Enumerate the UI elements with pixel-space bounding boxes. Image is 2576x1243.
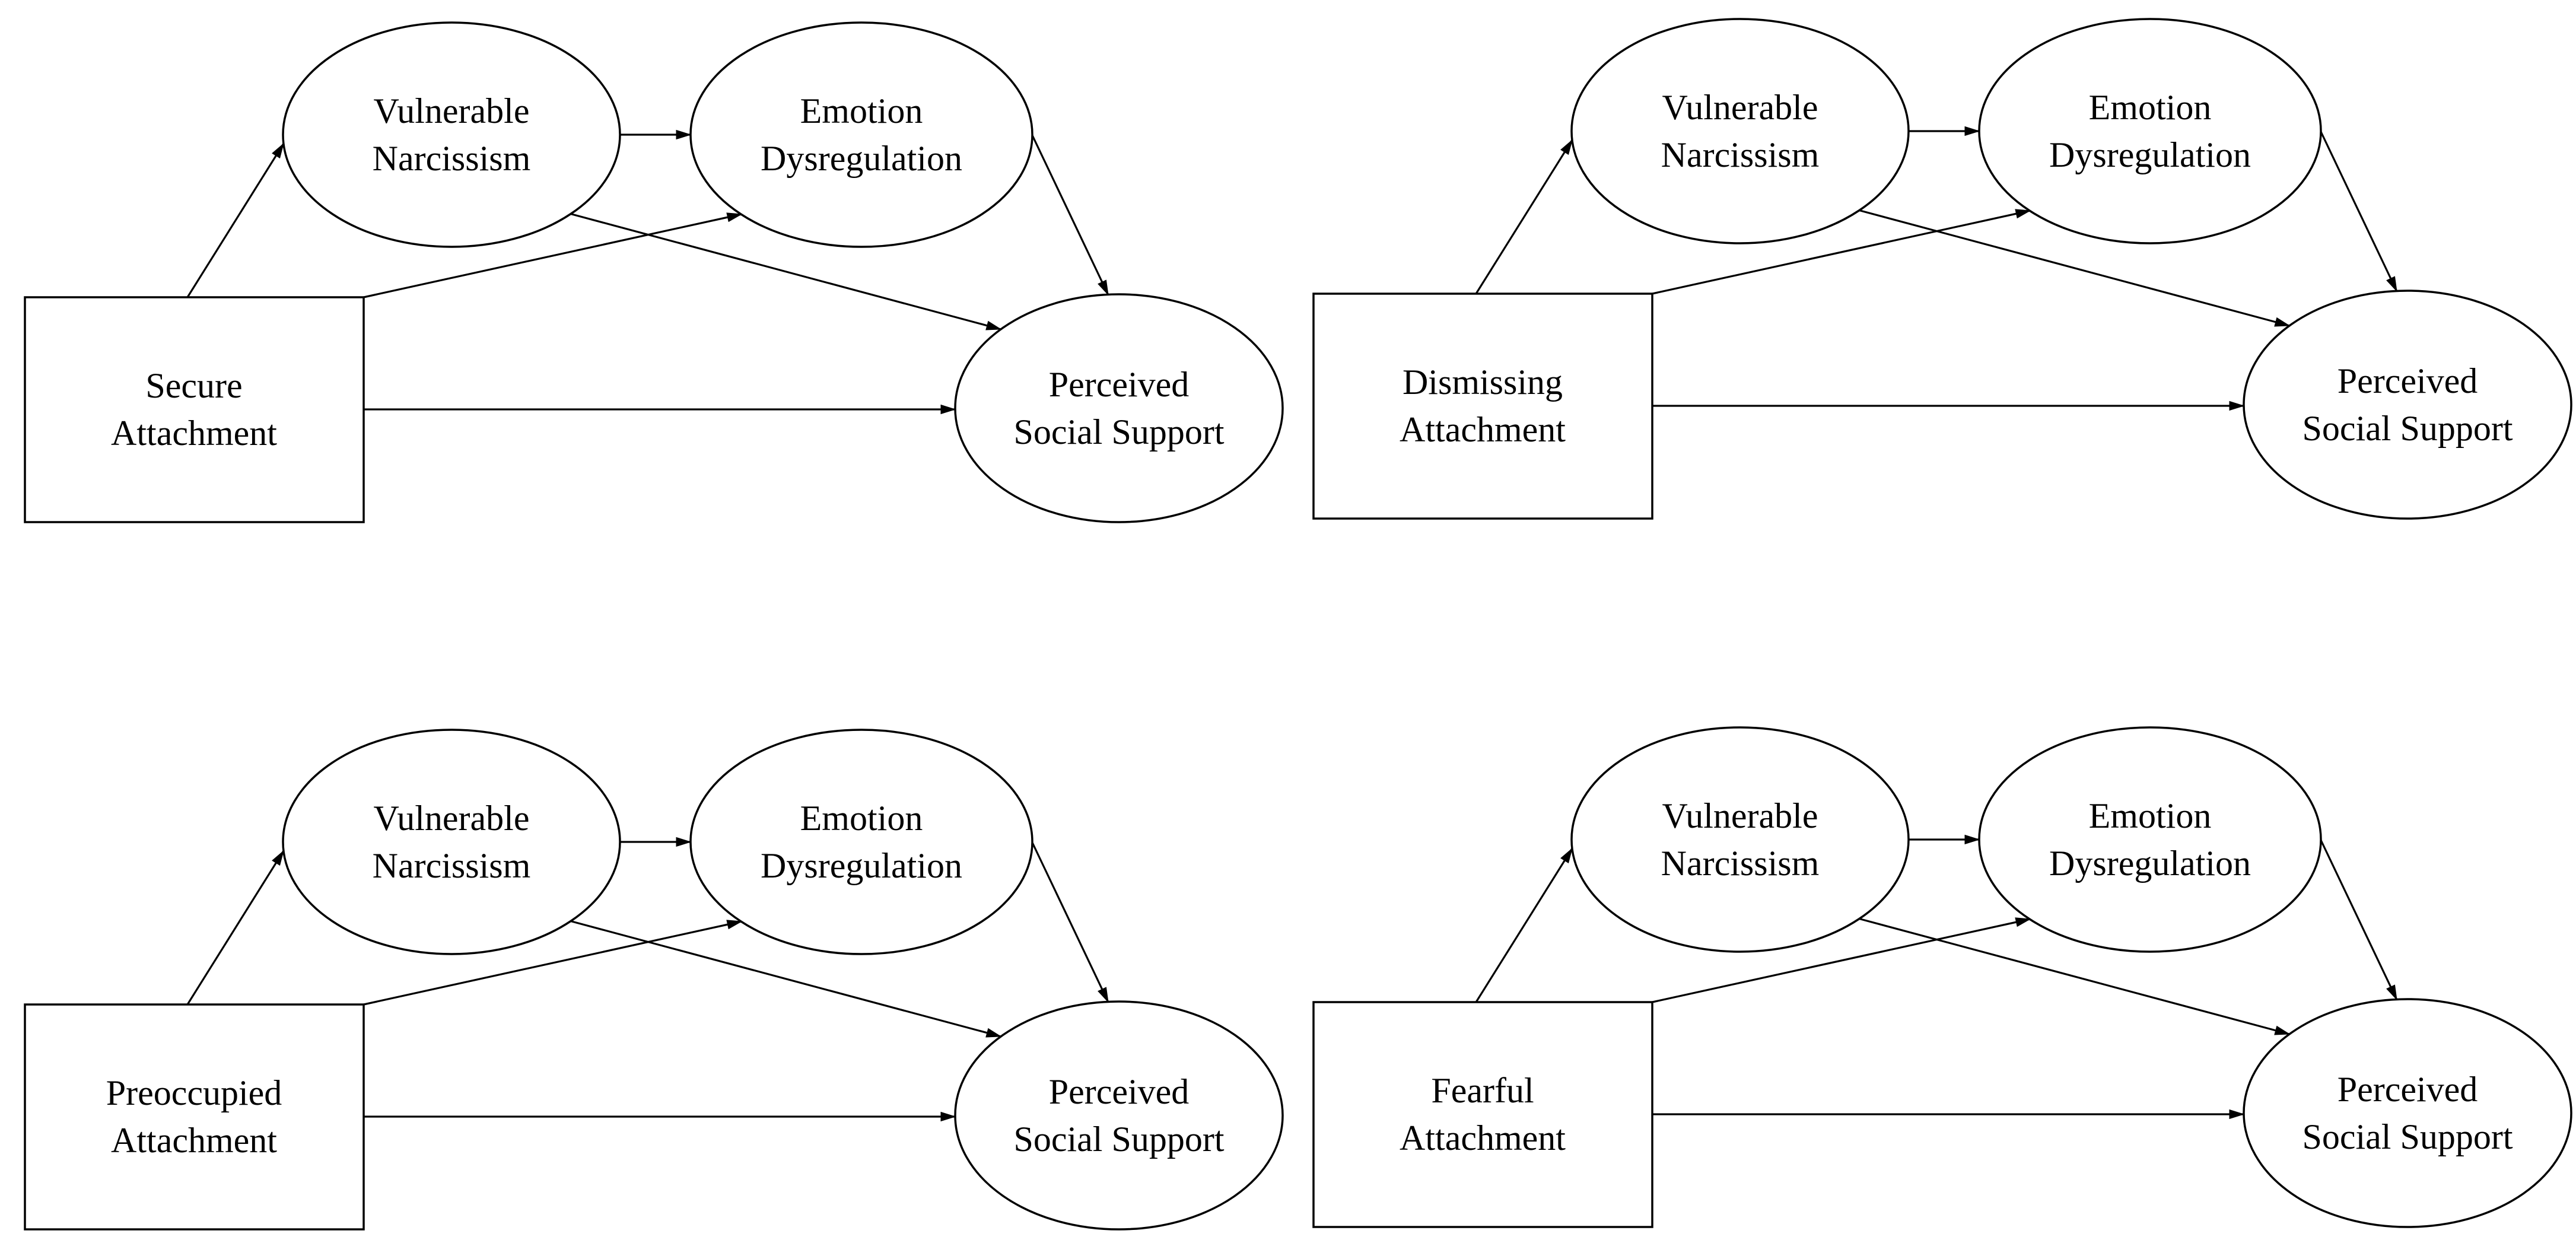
mediator1-label-line2: Narcissism bbox=[1661, 135, 1820, 174]
path-predictor-to-mediator1 bbox=[186, 850, 285, 1005]
mediator1-label-line1: Vulnerable bbox=[1662, 88, 1818, 127]
predictor-label-line2: Attachment bbox=[1400, 410, 1566, 449]
mediator2-ellipse bbox=[1978, 726, 2322, 953]
mediator2-ellipse bbox=[689, 21, 1033, 248]
mediator2-ellipse bbox=[689, 729, 1033, 955]
mediator2-label-line1: Emotion bbox=[800, 799, 923, 838]
mediator1-label-line2: Narcissism bbox=[1661, 844, 1820, 883]
predictor-label-line2: Attachment bbox=[111, 414, 277, 453]
mediator2-label-line2: Dysregulation bbox=[761, 846, 962, 885]
outcome-ellipse bbox=[2243, 998, 2572, 1228]
path-mediator1-to-outcome bbox=[569, 212, 1002, 330]
mediator2-label-line2: Dysregulation bbox=[2049, 844, 2251, 883]
mediator2-ellipse bbox=[1978, 18, 2322, 244]
outcome-ellipse bbox=[954, 1000, 1284, 1231]
predictor-label-line1: Fearful bbox=[1431, 1071, 1534, 1110]
mediator1-ellipse bbox=[1570, 726, 1910, 953]
mediator2-label-line1: Emotion bbox=[2089, 796, 2212, 835]
outcome-label-line1: Perceived bbox=[1049, 365, 1190, 404]
path-mediator1-to-outcome bbox=[1858, 209, 2291, 327]
mediator2-label-line1: Emotion bbox=[800, 91, 923, 131]
path-mediator1-to-outcome bbox=[569, 920, 1002, 1038]
outcome-label-line2: Social Support bbox=[2303, 1117, 2513, 1156]
diagram-dismissing-attachment: Vulnerable Narcissism Emotion Dysregulat… bbox=[1289, 0, 2576, 530]
outcome-label-line1: Perceived bbox=[2338, 361, 2478, 400]
predictor-box bbox=[24, 296, 365, 523]
outcome-ellipse bbox=[954, 293, 1284, 523]
predictor-label-line1: Dismissing bbox=[1403, 363, 1563, 402]
outcome-label-line2: Social Support bbox=[2303, 409, 2513, 448]
path-predictor-to-mediator1 bbox=[1475, 139, 1573, 294]
outcome-label-line1: Perceived bbox=[1049, 1072, 1190, 1111]
path-predictor-to-mediator1 bbox=[1475, 847, 1573, 1003]
diagram-dismissing-attachment-svg: Vulnerable Narcissism Emotion Dysregulat… bbox=[1312, 18, 2572, 520]
predictor-box bbox=[1312, 293, 1653, 520]
predictor-label-line1: Preoccupied bbox=[106, 1073, 282, 1112]
diagram-fearful-attachment-svg: Vulnerable Narcissism Emotion Dysregulat… bbox=[1312, 726, 2572, 1228]
mediator2-label-line2: Dysregulation bbox=[2049, 135, 2251, 174]
path-predictor-to-mediator1 bbox=[186, 142, 285, 298]
path-mediator2-to-outcome bbox=[1031, 842, 1109, 1003]
outcome-ellipse bbox=[2243, 290, 2572, 520]
mediator1-ellipse bbox=[282, 21, 621, 248]
mediator1-ellipse bbox=[1570, 18, 1910, 244]
diagram-secure-attachment: Vulnerable Narcissism Emotion Dysregulat… bbox=[0, 0, 1293, 534]
path-predictor-to-mediator2 bbox=[1652, 209, 2031, 295]
diagram-fearful-attachment: Vulnerable Narcissism Emotion Dysregulat… bbox=[1289, 705, 2576, 1239]
diagram-secure-attachment-svg: Vulnerable Narcissism Emotion Dysregulat… bbox=[24, 21, 1284, 523]
predictor-label-line2: Attachment bbox=[111, 1121, 277, 1160]
path-mediator1-to-outcome bbox=[1858, 917, 2291, 1035]
mediator1-label-line1: Vulnerable bbox=[1662, 796, 1818, 835]
predictor-box bbox=[1312, 1001, 1653, 1228]
predictor-label-line1: Secure bbox=[145, 366, 242, 405]
outcome-label-line2: Social Support bbox=[1014, 412, 1225, 452]
mediator1-ellipse bbox=[282, 729, 621, 955]
mediator1-label-line1: Vulnerable bbox=[374, 799, 530, 838]
mediator1-label-line2: Narcissism bbox=[373, 846, 531, 885]
path-mediator2-to-outcome bbox=[2320, 840, 2398, 1001]
path-mediator2-to-outcome bbox=[2320, 131, 2398, 293]
path-predictor-to-mediator2 bbox=[363, 212, 743, 298]
path-mediator2-to-outcome bbox=[1031, 135, 1109, 296]
mediator1-label-line1: Vulnerable bbox=[374, 91, 530, 131]
path-predictor-to-mediator2 bbox=[363, 920, 743, 1006]
diagram-preoccupied-attachment-svg: Vulnerable Narcissism Emotion Dysregulat… bbox=[24, 729, 1284, 1231]
diagram-preoccupied-attachment: Vulnerable Narcissism Emotion Dysregulat… bbox=[0, 707, 1293, 1241]
path-predictor-to-mediator2 bbox=[1652, 917, 2031, 1003]
mediator1-label-line2: Narcissism bbox=[373, 139, 531, 178]
mediator2-label-line2: Dysregulation bbox=[761, 139, 962, 178]
predictor-label-line2: Attachment bbox=[1400, 1118, 1566, 1158]
predictor-box bbox=[24, 1003, 365, 1231]
mediator2-label-line1: Emotion bbox=[2089, 88, 2212, 127]
outcome-label-line2: Social Support bbox=[1014, 1120, 1225, 1159]
outcome-label-line1: Perceived bbox=[2338, 1070, 2478, 1109]
